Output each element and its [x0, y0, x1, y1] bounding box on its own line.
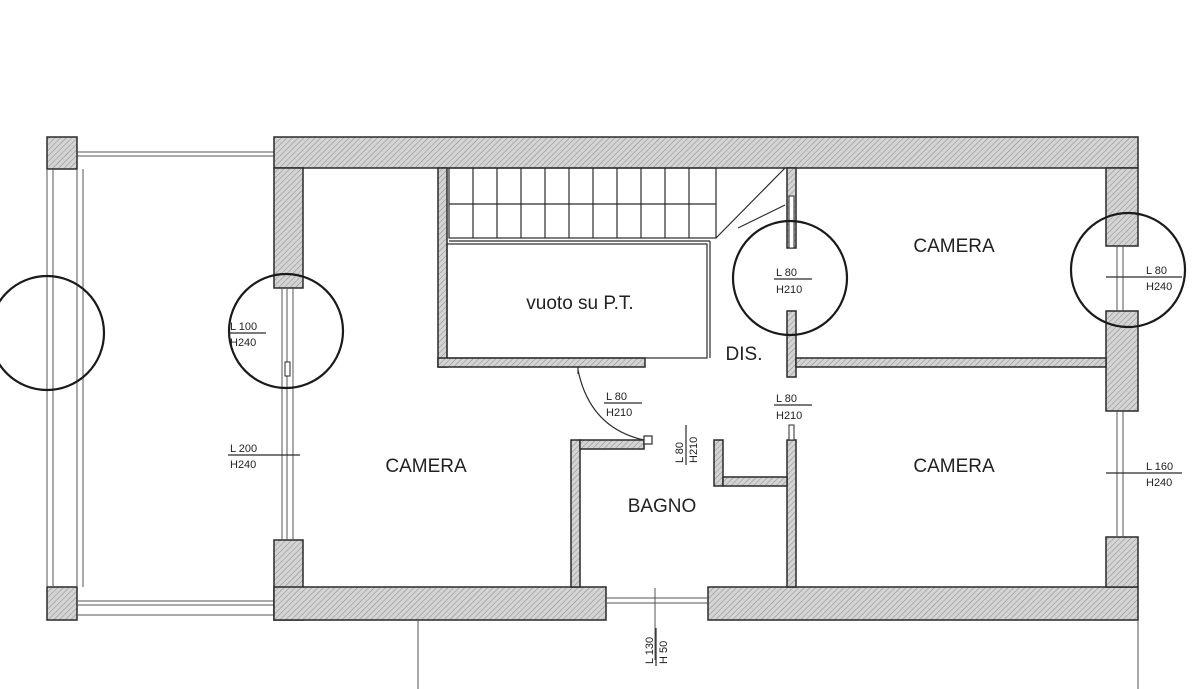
- room-label-bagno: BAGNO: [628, 496, 697, 517]
- dim-l: L 100: [230, 321, 257, 333]
- outer-walls: [273, 136, 1139, 621]
- staircase: [446, 167, 786, 359]
- dim-l: L 200: [230, 443, 257, 455]
- dim-window-bagno: L 130 H 50: [644, 628, 670, 666]
- dim-door-stair-landing: L 80 H210: [604, 391, 642, 419]
- room-label-dis: DIS.: [726, 344, 763, 365]
- dim-window-right-top: L 80 H240: [1106, 265, 1182, 293]
- dim-window-left-bottom: L 200 H240: [228, 443, 300, 471]
- section-lines: [417, 588, 1139, 689]
- dim-h: H240: [1146, 281, 1172, 293]
- dim-h: H240: [230, 459, 256, 471]
- dim-h: H210: [606, 407, 632, 419]
- dim-door-bagno: L 80 H210: [674, 425, 700, 465]
- dim-l: L 160: [1146, 461, 1173, 473]
- dim-h: H240: [1146, 477, 1172, 489]
- room-label-camera-left: CAMERA: [385, 456, 467, 477]
- dim-h: H210: [688, 437, 700, 463]
- circle-window-right: [1069, 211, 1187, 329]
- dim-l: L 80: [674, 442, 686, 463]
- room-label-void: vuoto su P.T.: [526, 293, 633, 314]
- room-label-camera-top-right: CAMERA: [913, 236, 995, 257]
- dim-h: H210: [776, 410, 802, 422]
- windows: [281, 246, 1124, 604]
- circle-door-top-right: [731, 219, 849, 337]
- dim-h: H240: [230, 337, 256, 349]
- terrace: [0, 136, 274, 621]
- interior-walls: [437, 167, 1107, 588]
- dim-l: L 80: [776, 393, 797, 405]
- dim-window-right-bottom: L 160 H240: [1106, 461, 1182, 489]
- circle-window-left: [227, 272, 345, 390]
- dim-l: L 80: [606, 391, 627, 403]
- terrace-column-circle: [0, 274, 106, 392]
- dim-window-left-top: L 100 H240: [228, 321, 266, 349]
- dim-l: L 130: [644, 637, 656, 664]
- dim-l: L 80: [1146, 265, 1167, 277]
- dim-h: H210: [776, 284, 802, 296]
- dim-door-camera-bottom-right: L 80 H210: [774, 393, 812, 422]
- room-label-camera-bottom-right: CAMERA: [913, 456, 995, 477]
- dim-door-camera-top-right: L 80 H210: [774, 267, 812, 296]
- dim-l: L 80: [776, 267, 797, 279]
- callout-circles: [227, 211, 1187, 390]
- dim-h: H 50: [658, 641, 670, 664]
